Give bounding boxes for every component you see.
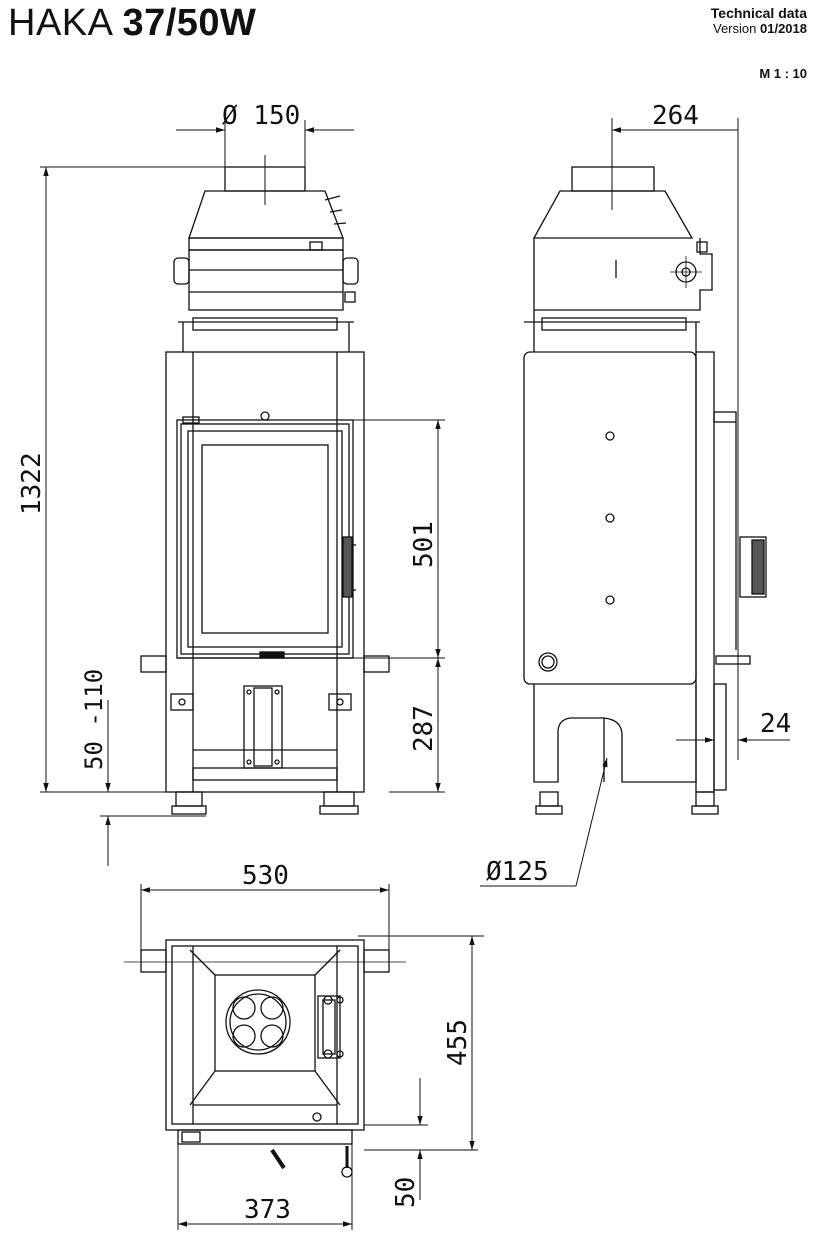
scale-label: M 1 : 10	[759, 66, 807, 81]
dim-door-protrusion: 50	[391, 1177, 421, 1208]
version-label: Version	[713, 21, 757, 36]
model-name: 37/50W	[122, 2, 257, 44]
doc-type: Technical data	[710, 5, 807, 21]
side-dimensions	[480, 118, 790, 887]
dim-plan-width: 530	[242, 861, 289, 891]
dim-total-height: 1322	[17, 452, 47, 515]
dim-door-height: 501	[409, 521, 439, 568]
dim-air-inlet-diameter: Ø125	[486, 857, 549, 887]
brand-name: HAKA	[8, 2, 112, 44]
plan-view	[140, 939, 390, 1178]
dim-foot-adjust: 50 -110	[80, 669, 108, 770]
document-info: Technical data Version 01/2018	[710, 5, 807, 37]
dim-plan-depth: 455	[443, 1019, 473, 1066]
dim-side-depth: 264	[652, 101, 699, 131]
plan-dimensions	[124, 884, 484, 1230]
front-dimensions	[40, 120, 445, 866]
version-value: 01/2018	[760, 21, 807, 36]
dim-base-height: 287	[409, 705, 439, 752]
side-view	[523, 158, 767, 815]
dim-door-width: 373	[244, 1195, 291, 1225]
version-line: Version 01/2018	[711, 21, 807, 36]
page-title: HAKA 37/50W	[8, 2, 256, 45]
front-view	[140, 155, 390, 815]
dim-flue-diameter: Ø 150	[222, 101, 300, 131]
dim-rear-offset: 24	[760, 709, 791, 739]
